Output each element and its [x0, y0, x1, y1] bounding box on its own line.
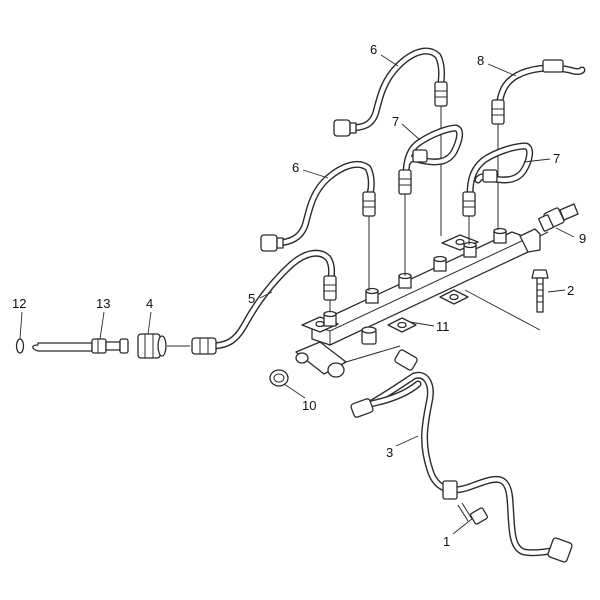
callout-3: 3: [386, 445, 393, 460]
callout-12: 12: [12, 296, 26, 311]
callout-7-upper: 7: [392, 114, 399, 129]
callout-9: 9: [579, 231, 586, 246]
pressure-sensor-9: [538, 203, 579, 237]
bolt-2: [531, 269, 549, 313]
rail-outlet-ports: [323, 227, 507, 327]
callout-10: 10: [302, 398, 316, 413]
callout-6-upper: 6: [370, 42, 377, 57]
union-nut-4: [137, 333, 190, 359]
injection-pipe-8: [491, 59, 586, 230]
leader-lines: [19, 54, 575, 535]
plug-housing-10: [269, 341, 401, 387]
callout-11: 11: [436, 319, 450, 334]
callout-4: 4: [146, 296, 153, 311]
fuel-rail-body: [311, 228, 541, 346]
callout-1: 1: [443, 534, 450, 549]
pipe-fitting-13: [32, 338, 129, 354]
injection-pipe-7-lower: [462, 142, 534, 245]
injection-pipe-6-upper: [333, 47, 448, 236]
injection-pipe-5: [191, 249, 337, 355]
callout-8: 8: [477, 53, 484, 68]
callout-5: 5: [248, 291, 255, 306]
screw-1: [457, 502, 488, 525]
callout-13: 13: [96, 296, 110, 311]
callout-7-lower: 7: [553, 151, 560, 166]
spacer-11: [361, 289, 469, 345]
injection-pipe-6-lower: [260, 160, 376, 291]
o-ring-12: [15, 338, 25, 354]
callout-labels: 6 8 7 7 6 9 2 5 11 10 3 1 4 13 12: [12, 42, 586, 549]
callout-6-lower: 6: [292, 160, 299, 175]
injection-pipe-3: [350, 349, 573, 563]
injection-pipe-7-upper: [398, 124, 464, 276]
callout-2: 2: [567, 283, 574, 298]
